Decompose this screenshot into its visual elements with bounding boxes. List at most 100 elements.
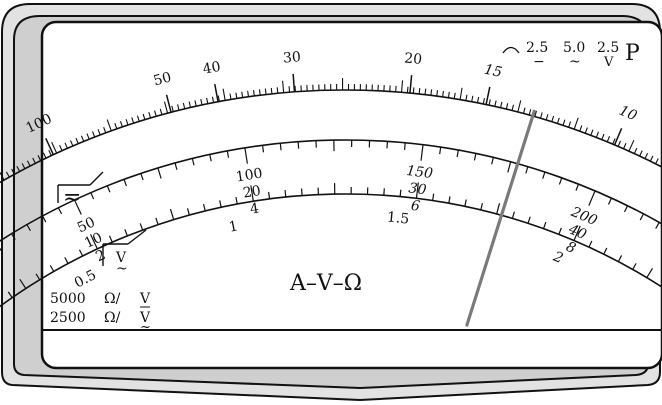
ohm-minor-tick [628, 139, 635, 152]
ohm-minor-tick [649, 155, 654, 162]
ohm-minor-tick [488, 99, 491, 106]
ohm-minor-tick [612, 138, 616, 145]
ac-scale-arc [0, 193, 662, 308]
ohm-minor-tick [517, 100, 522, 113]
ohm-minor-tick [136, 115, 140, 122]
ac-tick [399, 189, 402, 197]
top-symbol-3: V [603, 55, 614, 70]
ohm-minor-tick [465, 94, 468, 101]
ac-tick [415, 182, 419, 199]
dc-tick [244, 147, 248, 164]
dc-tick [0, 247, 3, 253]
dial-face [40, 20, 662, 370]
ohm-minor-tick [573, 117, 579, 130]
ohm-minor-tick [69, 140, 74, 147]
dc-tick [157, 167, 162, 179]
ohm-major-tick [292, 73, 296, 92]
ac-tick [632, 263, 637, 270]
dc-tick [542, 171, 546, 179]
ac-tick [573, 225, 581, 241]
ac-tick [124, 229, 128, 237]
dc-tick [588, 190, 596, 206]
ac-tick [108, 235, 113, 243]
dc-10-label-3: 6 [410, 198, 421, 215]
ohm-minor-tick [258, 89, 261, 96]
ohm-minor-tick [171, 105, 174, 112]
ohm-minor-tick [453, 92, 456, 99]
top-value-2: 5.0 [563, 40, 585, 56]
ac-tick [527, 216, 531, 224]
ohm-minor-tick [182, 102, 186, 109]
ohm-minor-tick [601, 133, 605, 140]
ohm-minor-tick [590, 129, 594, 136]
ac-tick [7, 291, 13, 298]
ohm-minor-tick [163, 101, 169, 114]
ac-tick [202, 203, 206, 212]
ac-tick [49, 265, 55, 272]
dc-tick [191, 158, 195, 166]
ohm-label-9: 15 [483, 62, 504, 81]
dc-tick [420, 144, 424, 161]
ohm-major-tick [613, 127, 623, 146]
dc-50-label-4: 40 [565, 221, 589, 243]
ohm-label-6: 40 [202, 59, 222, 78]
ac-sensitivity-value: 2500 [50, 310, 86, 326]
ohm-minor-tick [42, 152, 47, 159]
ohm-minor-tick [32, 157, 36, 164]
ac-tick [139, 223, 144, 231]
ac-tick [268, 191, 271, 199]
ac-tick [78, 249, 84, 257]
ac-tick [235, 197, 238, 205]
ohm-minor-tick [644, 152, 649, 159]
ohm-minor-tick [655, 158, 659, 165]
ohm-label-10: 10 [617, 103, 640, 125]
dc-tick [525, 166, 529, 174]
dc-tick [279, 143, 282, 151]
ohm-minor-tick [494, 100, 497, 107]
dc-sensitivity-symbol: V [139, 291, 151, 307]
ohm-minor-tick [80, 135, 85, 142]
ohm-minor-tick [16, 165, 21, 172]
ac-tick [169, 208, 175, 220]
ohm-major-tick [485, 86, 491, 105]
ohm-minor-tick [59, 144, 63, 151]
dc-tick [42, 215, 47, 223]
ohm-minor-tick [511, 104, 515, 111]
dc-symbol: ≂ [63, 185, 81, 210]
ohm-minor-tick [556, 117, 560, 124]
dc-250-label-3: 150 [405, 163, 434, 182]
ohm-minor-tick [247, 90, 250, 97]
top-symbol-1: − [533, 54, 545, 70]
ac-tick [660, 283, 662, 287]
ohm-minor-tick [551, 115, 555, 122]
ac-tick [250, 185, 254, 202]
ac-tick [284, 189, 287, 198]
dc-tick [297, 141, 300, 149]
ohm-minor-tick [568, 121, 572, 128]
ohm-minor-tick [142, 113, 146, 120]
ohm-minor-tick [106, 119, 112, 131]
ac-sensitivity-symbol: V [139, 310, 151, 326]
ohm-minor-tick [522, 107, 526, 114]
ohm-minor-tick [442, 90, 444, 98]
scale-ticks [0, 73, 662, 298]
dial-label: A–V–Ω [289, 271, 362, 296]
ohm-minor-tick [584, 127, 588, 134]
ohm-minor-tick [579, 125, 583, 132]
ohm-minor-tick [253, 89, 255, 97]
dc-tick [174, 162, 178, 170]
dc-tick [11, 233, 16, 241]
ohm-label-8: 20 [404, 50, 423, 68]
ac-tick [90, 234, 98, 250]
ac-tick [588, 240, 593, 248]
ac-tick [219, 200, 222, 208]
dc-10-label-2: 4 [249, 201, 260, 218]
ohm-minor-tick [424, 88, 427, 95]
dc-tick [507, 161, 512, 173]
ohm-minor-tick [64, 142, 68, 149]
ohm-minor-tick [217, 95, 220, 102]
ac-tick [155, 217, 159, 225]
dc-tick [456, 150, 459, 158]
p-label: P [625, 41, 640, 66]
ohm-minor-tick [660, 163, 662, 167]
